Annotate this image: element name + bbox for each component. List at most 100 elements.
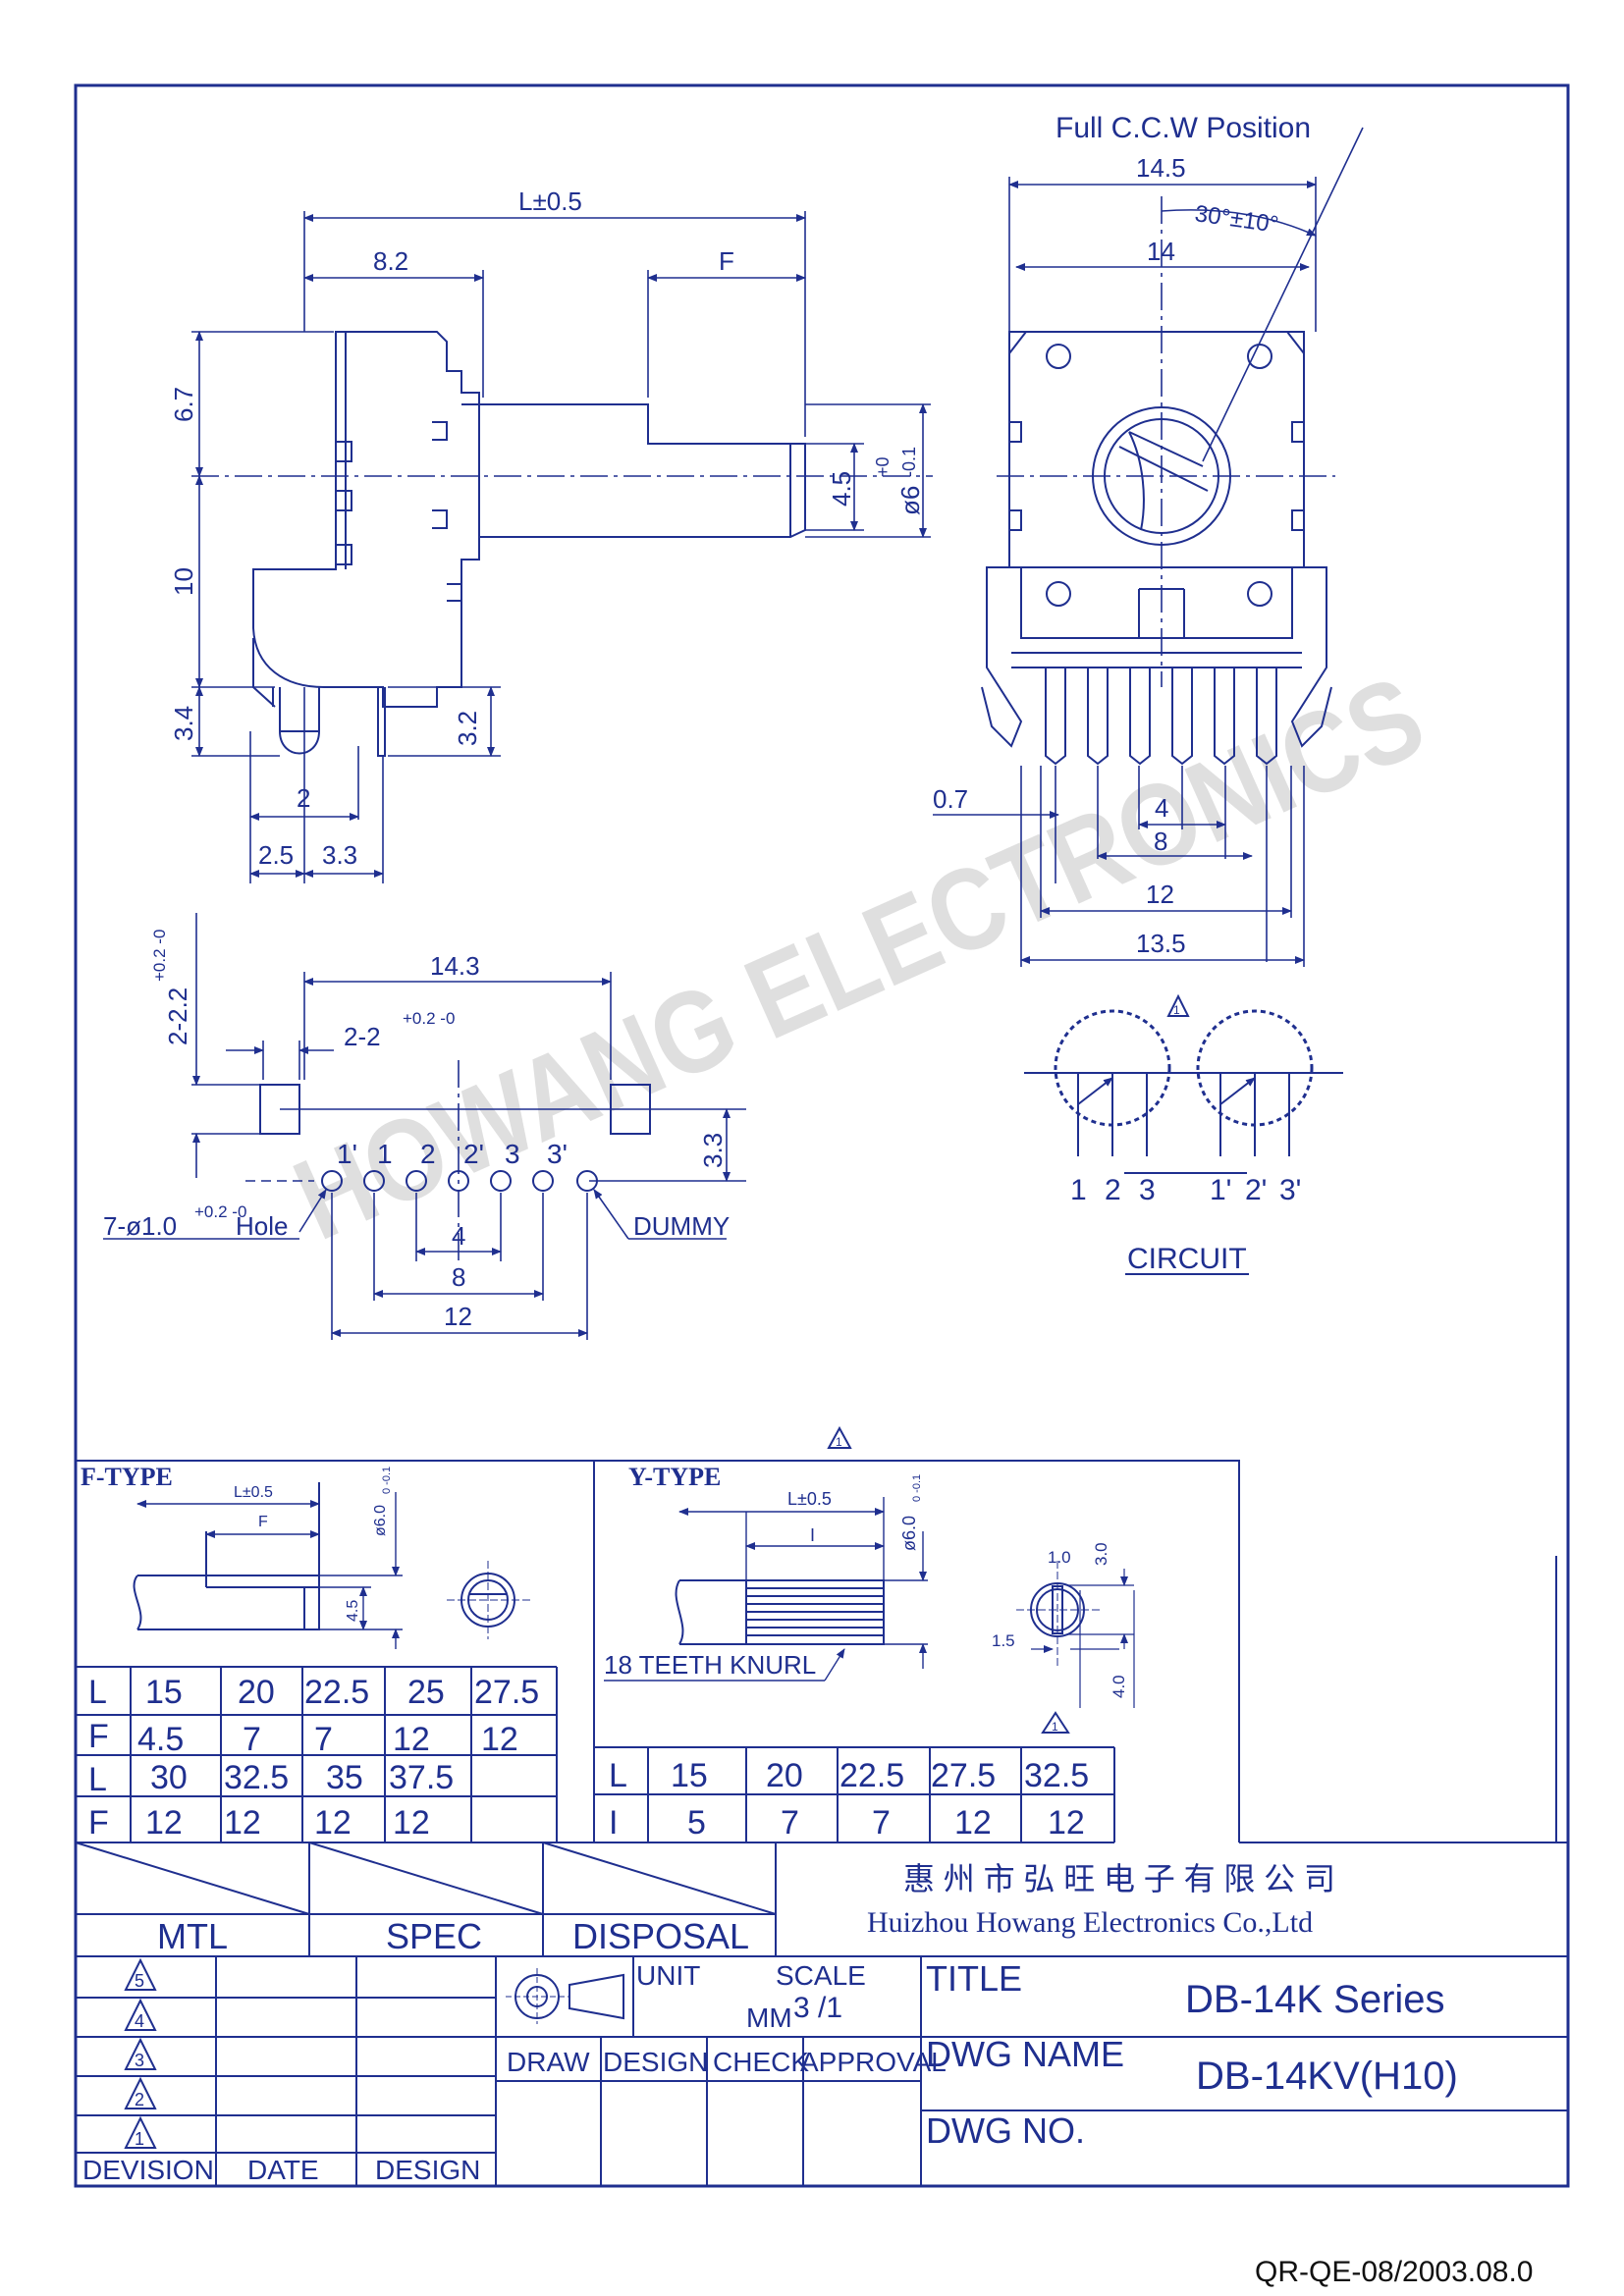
f-table-cell: 12: [145, 1804, 183, 1842]
y-table-cell: 32.5: [1024, 1757, 1089, 1794]
f-table-cell: 7: [243, 1721, 261, 1758]
f-table-cell: 12: [314, 1804, 352, 1842]
y-type-table: [594, 1711, 1115, 1843]
dwg-no-label: DWG NO.: [926, 2110, 1085, 2151]
front-view-dims: [933, 127, 1364, 967]
drawing-border: [74, 83, 1570, 2188]
scale-label: SCALE: [776, 1960, 866, 1991]
dim-8-pcb: 8: [452, 1262, 465, 1292]
date-label: DATE: [247, 2155, 319, 2185]
circuit-pin: 1: [1070, 1174, 1087, 1206]
dim-4-5: 4.5: [827, 471, 856, 507]
dummy-label: DUMMY: [633, 1211, 730, 1241]
pcb-layout-dims: [103, 913, 746, 1340]
y-table-cell: 5: [687, 1804, 706, 1842]
revision-mark: 1: [836, 1435, 842, 1449]
y-table-cell: 27.5: [931, 1757, 996, 1794]
dim-shaft-tol-top: +0: [873, 456, 893, 477]
title-block-grid: [75, 1842, 1569, 2186]
f-type-4-5: 4.5: [345, 1600, 361, 1622]
dim-12-front: 12: [1146, 880, 1174, 909]
y-table-cell: 20: [766, 1757, 803, 1794]
y-type-dia-tol: 0 -0.1: [911, 1474, 923, 1502]
f-table-cell: 37.5: [389, 1759, 454, 1796]
circuit-pin: 1': [1210, 1174, 1231, 1206]
form-code: QR-QE-08/2003.08.0: [1255, 2256, 1534, 2288]
hole-tol: +0.2 -0: [194, 1202, 246, 1221]
dim-mount-vertical: 2-2.2: [163, 988, 192, 1045]
f-table-cell: L: [88, 1761, 107, 1798]
dim-8-2: 8.2: [373, 246, 408, 276]
y-table-cell: 22.5: [839, 1757, 904, 1794]
dim-4-front: 4: [1155, 793, 1168, 823]
dim-8-front: 8: [1154, 827, 1167, 856]
revision-triangles: [124, 1957, 157, 2149]
circuit-pin: 2': [1245, 1174, 1267, 1206]
f-table-cell: 12: [481, 1721, 518, 1758]
y-type-i: I: [810, 1525, 815, 1545]
dim-13-5: 13.5: [1136, 929, 1186, 958]
dim-mount-tol: +0.2 -0: [403, 1009, 455, 1028]
pin-label: 1: [377, 1139, 393, 1169]
front-view: [981, 331, 1332, 766]
f-table-cell: 4.5: [137, 1721, 184, 1758]
spec-label: SPEC: [386, 1916, 482, 1956]
f-table-cell: F: [88, 1718, 109, 1755]
dim-2: 2: [297, 783, 310, 813]
hole-word: Hole: [236, 1211, 288, 1241]
dim-flat: F: [719, 246, 734, 276]
f-type-flat: F: [258, 1514, 268, 1530]
dim-angle: 30°±10°: [1193, 200, 1280, 239]
dwg-name-value: DB-14KV(H10): [1196, 2055, 1458, 2098]
title-value: DB-14K Series: [1185, 1978, 1445, 2021]
f-table-cell: 35: [326, 1759, 363, 1796]
dim-3-3: 3.3: [322, 840, 357, 870]
f-table-cell: 30: [150, 1759, 188, 1796]
revision-number: 3: [135, 2051, 144, 2070]
side-view: [252, 331, 806, 757]
dim-0-7: 0.7: [933, 784, 968, 814]
f-table-cell: 15: [145, 1674, 183, 1711]
dim-3-3-pcb: 3.3: [698, 1133, 728, 1168]
revision-mark: 1: [1173, 1003, 1180, 1017]
y-type-dims: [604, 1497, 928, 1682]
y-table-cell: 7: [872, 1804, 891, 1842]
y-type-4-0: 4.0: [1110, 1675, 1128, 1698]
y-table-cell: L: [609, 1757, 627, 1794]
f-table-cell: 32.5: [224, 1759, 289, 1796]
pin-label: 3': [547, 1139, 568, 1169]
f-type-length: L±0.5: [234, 1484, 273, 1501]
y-type-title: Y-TYPE: [628, 1463, 721, 1491]
y-table-cell: 7: [781, 1804, 799, 1842]
f-type-dia: ø6.0: [372, 1505, 389, 1536]
dim-shaft-tol-bot: -0.1: [899, 447, 919, 477]
circuit-diagram: [1024, 993, 1343, 1174]
devision-label: DEVISION: [82, 2155, 214, 2185]
y-table-cell: 12: [1048, 1804, 1085, 1842]
dim-4-pcb: 4: [452, 1221, 465, 1251]
circuit-pin: 3': [1279, 1174, 1301, 1206]
y-type-drawing: [675, 1579, 885, 1645]
dim-shaft-dia: ø6: [895, 486, 925, 515]
dim-14-5: 14.5: [1136, 153, 1186, 183]
pin-label: 2: [420, 1139, 436, 1169]
dim-6-7: 6.7: [169, 387, 198, 422]
y-type-end-view: [1016, 1561, 1135, 1708]
dim-mount: 2-2: [344, 1022, 381, 1051]
mtl-label: MTL: [157, 1916, 228, 1956]
design-label-2: DESIGN: [603, 2047, 708, 2077]
f-type-drawing: [133, 1482, 320, 1630]
hole-label: 7-ø1.0: [103, 1211, 177, 1241]
check-label: CHECK: [713, 2047, 809, 2077]
unit-label: UNIT: [636, 1960, 700, 1991]
f-table-cell: 7: [314, 1721, 333, 1758]
f-table-cell: 12: [393, 1721, 430, 1758]
dim-length: L±0.5: [518, 187, 582, 216]
y-type-dia: ø6.0: [899, 1516, 919, 1551]
y-table-cell: I: [609, 1804, 618, 1842]
company-name-en: Huizhou Howang Electronics Co.,Ltd: [867, 1906, 1313, 1939]
unit-value: MM: [746, 2002, 792, 2033]
circuit-title: CIRCUIT: [1127, 1243, 1247, 1275]
y-type-3-0: 3.0: [1092, 1542, 1110, 1566]
approval-label: APPROVAL: [800, 2047, 947, 2077]
